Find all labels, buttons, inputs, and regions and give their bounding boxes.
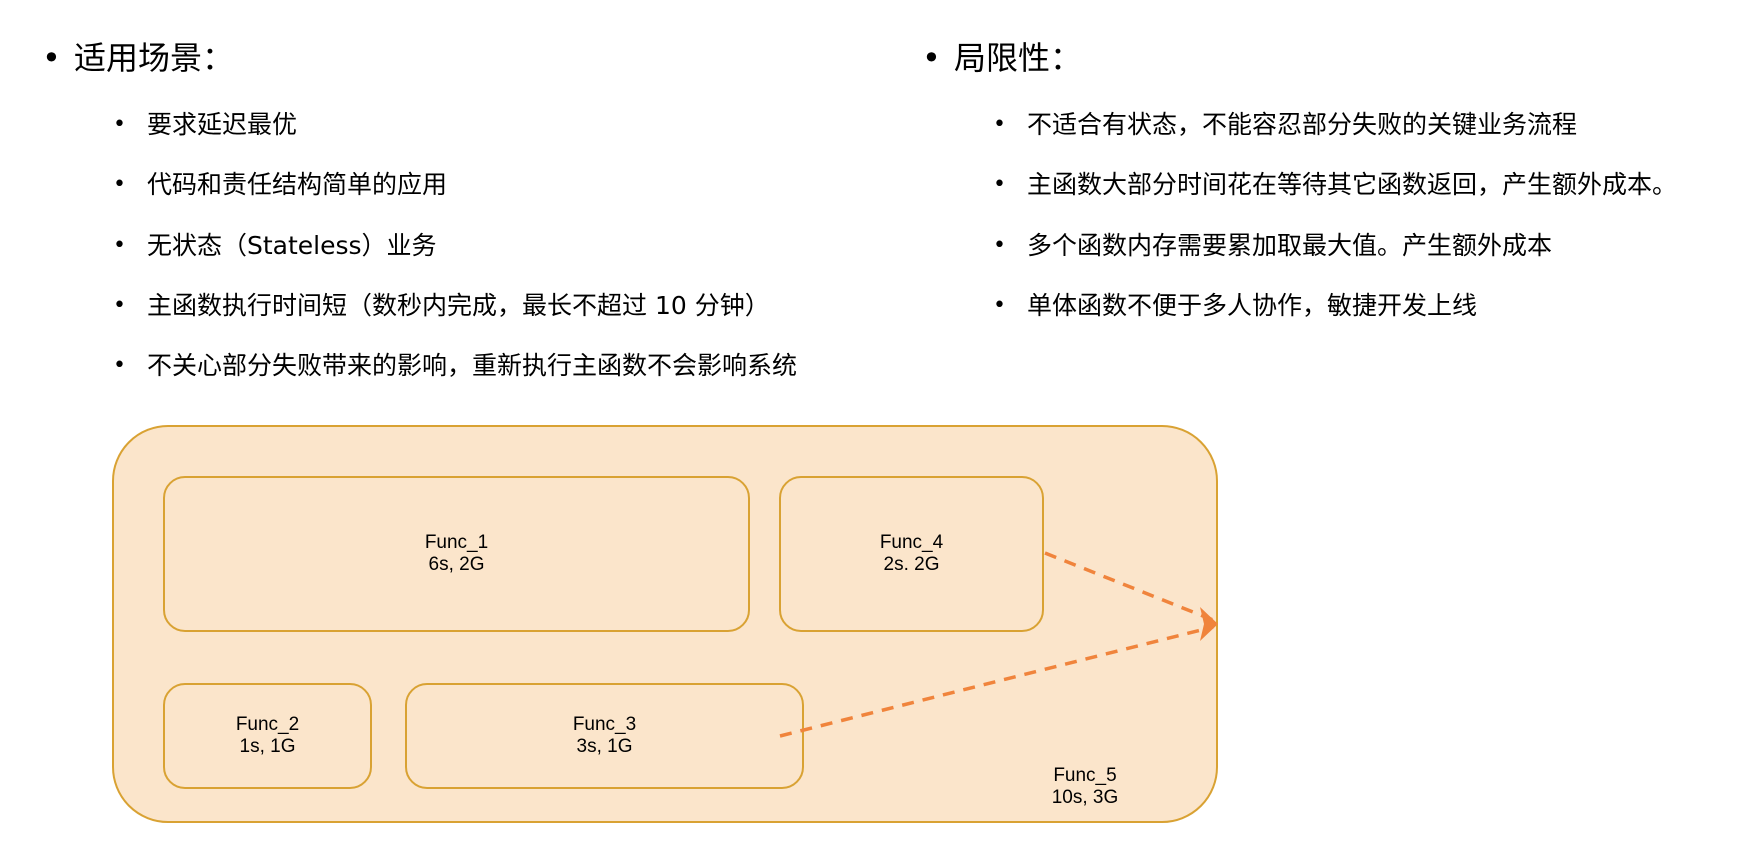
bullet-icon: •: [113, 172, 126, 197]
func-3-spec: 3s, 1G: [576, 736, 633, 757]
func-3-box: Func_3 3s, 1G: [405, 683, 804, 789]
func-5-spec: 10s, 3G: [1051, 787, 1119, 808]
func-4-box: Func_4 2s. 2G: [779, 476, 1044, 632]
func-2-box: Func_2 1s, 1G: [163, 683, 372, 789]
bullet-icon: •: [113, 293, 126, 318]
list-item-text: 不适合有状态，不能容忍部分失败的关键业务流程: [1027, 110, 1578, 139]
func-1-spec: 6s, 2G: [428, 554, 485, 575]
func-4-name: Func_4: [879, 532, 944, 553]
bullet-icon: •: [113, 112, 126, 137]
arrow-func-3-to-func-5: [779, 625, 1214, 738]
list-item-text: 无状态（Stateless）业务: [147, 231, 437, 260]
bullet-icon: •: [42, 39, 61, 77]
list-item-text: 单体函数不便于多人协作，敏捷开发上线: [1027, 291, 1478, 320]
func-1-name: Func_1: [424, 532, 489, 553]
heading-text: 适用场景：: [74, 39, 235, 77]
arrowhead-icon: [1200, 607, 1218, 641]
list-item-text: 主函数大部分时间花在等待其它函数返回，产生额外成本。: [1027, 170, 1678, 199]
bullet-icon: •: [922, 39, 941, 77]
bullet-icon: •: [993, 233, 1006, 258]
heading-text: 局限性：: [954, 39, 1083, 77]
func-1-box: Func_1 6s, 2G: [163, 476, 750, 632]
func-5-name: Func_5: [1053, 765, 1117, 786]
list-item-text: 要求延迟最优: [147, 110, 298, 139]
list-item-text: 不关心部分失败带来的影响，重新执行主函数不会影响系统: [147, 351, 798, 380]
bullet-icon: •: [993, 172, 1006, 197]
bullet-icon: •: [113, 353, 126, 378]
func-3-name: Func_3: [572, 714, 637, 735]
list-item-text: 主函数执行时间短（数秒内完成，最长不超过 10 分钟）: [147, 291, 770, 320]
bullet-icon: •: [993, 293, 1006, 318]
bullet-icon: •: [113, 233, 126, 258]
arrow-func-4-to-func-5: [1044, 551, 1214, 622]
func-2-name: Func_2: [235, 714, 300, 735]
func-4-spec: 2s. 2G: [883, 554, 940, 575]
list-item-text: 多个函数内存需要累加取最大值。产生额外成本: [1027, 231, 1553, 260]
func-5-label: Func_5 10s, 3G: [1015, 765, 1155, 809]
func-2-spec: 1s, 1G: [239, 736, 296, 757]
bullet-icon: •: [993, 112, 1006, 137]
list-item-text: 代码和责任结构简单的应用: [147, 170, 448, 199]
